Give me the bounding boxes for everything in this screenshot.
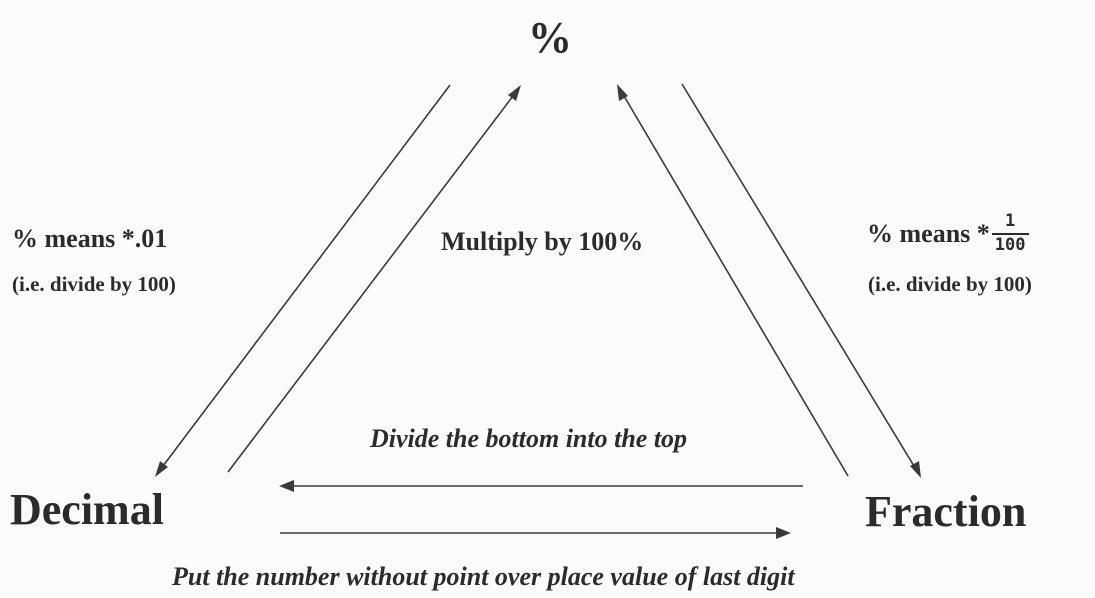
arrow-decimal-to-percent — [227, 95, 514, 473]
arrowhead-decimal-to-fraction — [776, 527, 791, 539]
fraction-bar — [991, 232, 1029, 235]
arrowhead-percent-to-decimal — [155, 461, 168, 477]
label-percent-to-decimal: % means *.01 — [12, 224, 168, 253]
node-decimal: Decimal — [10, 485, 164, 534]
label-percent-to-decimal-note: (i.e. divide by 100) — [12, 272, 176, 296]
label-percent-to-fraction-note: (i.e. divide by 100) — [868, 272, 1032, 296]
arrow-percent-to-decimal — [162, 84, 451, 467]
arrowhead-fraction-to-percent — [617, 84, 628, 101]
label-multiply-by-100: Multiply by 100% — [441, 227, 644, 256]
node-percent: % — [528, 13, 572, 62]
label-fraction-to-decimal: Divide the bottom into the top — [370, 424, 688, 453]
arrowhead-percent-to-fraction — [910, 461, 921, 478]
node-fraction: Fraction — [865, 487, 1027, 536]
label-percent-to-fraction: % means * 1 100 — [867, 211, 1029, 255]
fraction-numerator: 1 — [1005, 211, 1016, 231]
arrow-percent-to-fraction — [681, 83, 915, 467]
label-percent-to-fraction-prefix: % means * — [867, 218, 990, 248]
label-decimal-to-fraction: Put the number without point over place … — [172, 562, 795, 591]
arrowhead-decimal-to-percent — [508, 85, 521, 101]
fraction-denominator: 100 — [994, 234, 1026, 255]
arrowhead-fraction-to-decimal — [279, 480, 294, 492]
fraction-one-over-hundred: 1 100 — [991, 211, 1029, 255]
arrow-fraction-to-percent — [623, 95, 849, 477]
